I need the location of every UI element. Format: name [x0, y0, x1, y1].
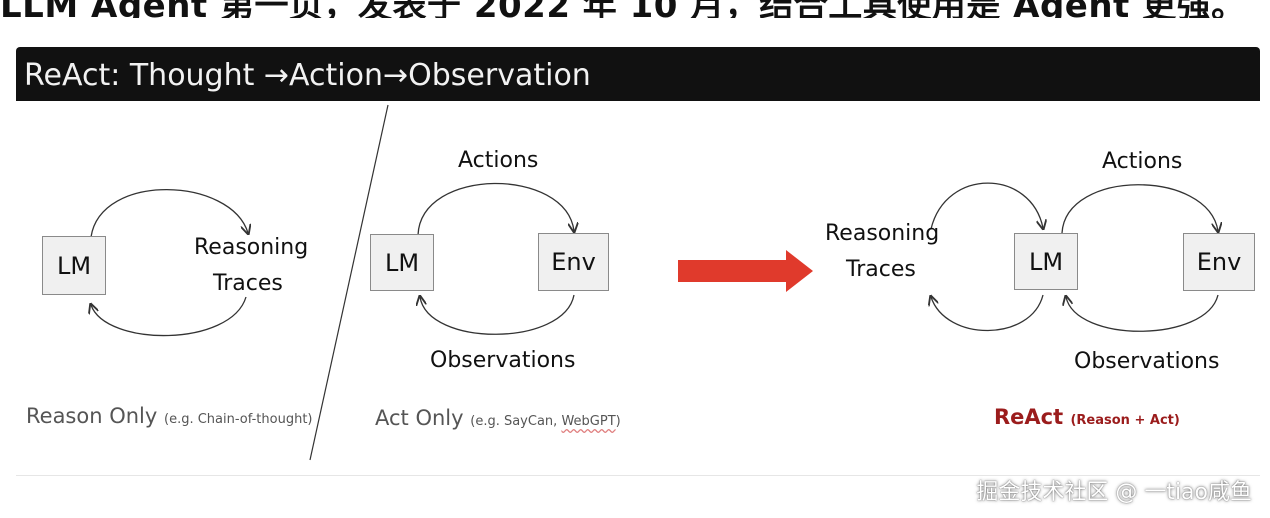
reason-only-reasoning-label: Reasoning [194, 235, 309, 260]
panel-divider [309, 104, 389, 461]
transition-arrow [678, 250, 813, 292]
react-actions-arrow [1061, 184, 1218, 233]
diagram-canvas [16, 104, 1260, 461]
reason-only-bottom-arrow [91, 296, 247, 337]
react-observations-arrow [1066, 295, 1219, 332]
slide: ReAct: Thought →Action→Observation LM Re… [16, 47, 1260, 476]
act-only-lm-box: LM [370, 234, 434, 291]
act-only-observations-arrow [420, 295, 575, 335]
act-only-observations-label: Observations [430, 348, 576, 373]
react-caption-detail: (Reason + Act) [1070, 413, 1180, 428]
reason-only-traces-label: Traces [213, 271, 283, 296]
reason-only-caption: Reason Only (e.g. Chain-of-thought) [26, 404, 313, 428]
reason-only-lm-box: LM [42, 236, 106, 295]
reason-only-top-arrow [90, 188, 248, 238]
title-bar: ReAct: Thought →Action→Observation [16, 47, 1260, 101]
react-actions-label: Actions [1102, 149, 1183, 174]
react-reasoning-top-arrow [930, 182, 1043, 229]
page-heading-fragment: LLM Agent 第一页，发表于 2022 年 10 月，结合工具使用是 Ag… [0, 0, 1270, 18]
react-reasoning-bottom-arrow [931, 295, 1044, 332]
react-env-box: Env [1183, 233, 1255, 291]
react-reasoning-label: Reasoning [825, 221, 940, 246]
act-only-caption-webgpt: WebGPT [561, 414, 616, 429]
react-observations-label: Observations [1074, 349, 1220, 374]
react-traces-label: Traces [846, 257, 916, 282]
react-caption: ReAct (Reason + Act) [994, 405, 1180, 429]
act-only-caption: Act Only (e.g. SayCan, WebGPT) [375, 406, 621, 430]
watermark: 掘金技术社区 @ 一tiao咸鱼 [976, 480, 1252, 505]
reason-only-caption-example: (e.g. Chain-of-thought) [164, 412, 313, 427]
act-only-actions-arrow [417, 182, 574, 236]
act-only-env-box: Env [538, 233, 609, 291]
act-only-actions-label: Actions [458, 148, 539, 173]
slide-title: ReAct: Thought →Action→Observation [24, 58, 591, 93]
react-lm-box: LM [1014, 233, 1078, 290]
